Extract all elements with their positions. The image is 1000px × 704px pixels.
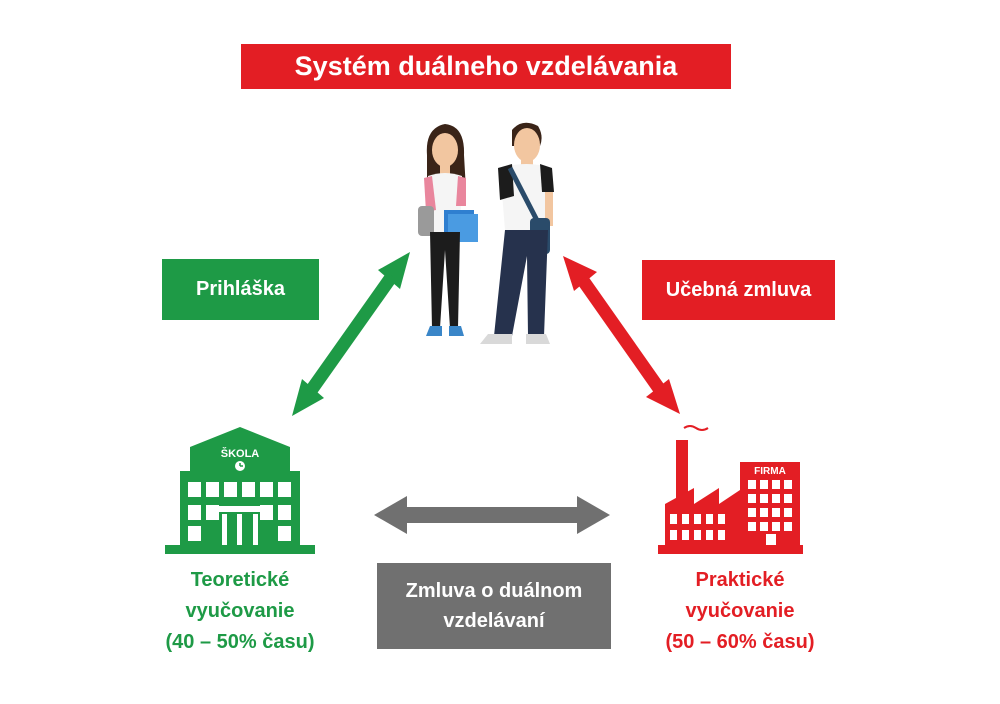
boy-figure xyxy=(480,122,554,344)
school-label: Teoretické vyučovanie (40 – 50% času) xyxy=(140,565,340,658)
firm-label-line2: vyučovanie xyxy=(685,600,795,622)
students-illustration xyxy=(418,122,554,344)
school-sign: ŠKOLA xyxy=(221,447,260,460)
red-double-arrow xyxy=(563,256,680,414)
dual-education-contract-box: Zmluva o duálnom vzdelávaní xyxy=(377,563,611,649)
gray-double-arrow xyxy=(374,496,610,534)
school-label-line2: vyučovanie xyxy=(185,600,295,622)
application-box: Prihláška xyxy=(162,259,319,320)
dual-box-line2: vzdelávaní xyxy=(443,610,545,632)
firm-label-line3: (50 – 60% času) xyxy=(665,631,815,653)
firm-label: Praktické vyučovanie (50 – 60% času) xyxy=(640,565,840,658)
firm-label-line1: Praktické xyxy=(695,569,785,591)
school-label-line1: Teoretické xyxy=(190,569,290,591)
school-label-line3: (40 – 50% času) xyxy=(165,631,315,653)
learning-contract-box: Učebná zmluva xyxy=(642,260,835,320)
girl-figure xyxy=(418,124,478,336)
factory-icon xyxy=(658,425,803,554)
school-building-icon xyxy=(165,427,315,554)
green-double-arrow xyxy=(292,252,410,416)
firm-sign: FIRMA xyxy=(754,466,786,477)
dual-box-line1: Zmluva o duálnom xyxy=(405,580,583,602)
diagram-title: Systém duálneho vzdelávania xyxy=(241,44,731,89)
